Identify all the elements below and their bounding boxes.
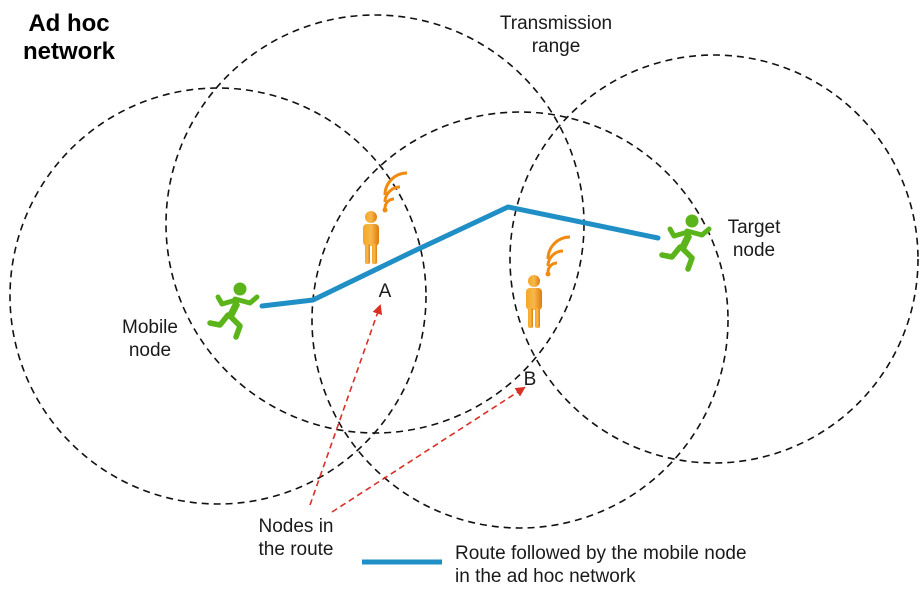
node-a-label: A: [378, 281, 392, 302]
nodes-in-route-line-1: Nodes in: [258, 516, 334, 537]
pointer-arrow-b: [331, 386, 526, 513]
route-line: [259, 204, 661, 309]
mobile-node-line-1: Mobile: [122, 317, 178, 338]
range-circle-lower: [311, 111, 729, 529]
transmission-range-label: Transmission range: [486, 12, 626, 58]
person-wifi-icon: [363, 171, 408, 264]
pointer-arrow-a: [309, 304, 383, 506]
runner-icon: [659, 214, 712, 272]
person-wifi-icon: [526, 235, 571, 328]
diagram-title: Ad hoc network: [14, 10, 124, 66]
legend-text: Route followed by the mobile node in the…: [455, 542, 815, 588]
node-b-label: B: [523, 369, 537, 390]
target-node-line-2: node: [732, 240, 776, 261]
target-node-line-1: Target: [727, 217, 781, 238]
legend-line-2: in the ad hoc network: [455, 566, 636, 587]
mobile-node-label: Mobile node: [108, 316, 192, 362]
title-line-1: Ad hoc: [28, 10, 110, 37]
nodes-in-route-line-2: the route: [258, 539, 334, 560]
runner-icon: [207, 282, 260, 340]
target-node-label: Target node: [712, 216, 796, 262]
range-circle-target: [509, 54, 919, 464]
mobile-node-line-2: node: [128, 340, 172, 361]
transmission-range-line-1: Transmission: [499, 13, 613, 34]
nodes-in-route-label: Nodes in the route: [236, 515, 356, 561]
legend-line-1: Route followed by the mobile node: [455, 543, 747, 564]
transmission-range-line-2: range: [531, 36, 581, 57]
range-circle-mobile: [9, 87, 427, 505]
title-line-2: network: [22, 38, 115, 65]
